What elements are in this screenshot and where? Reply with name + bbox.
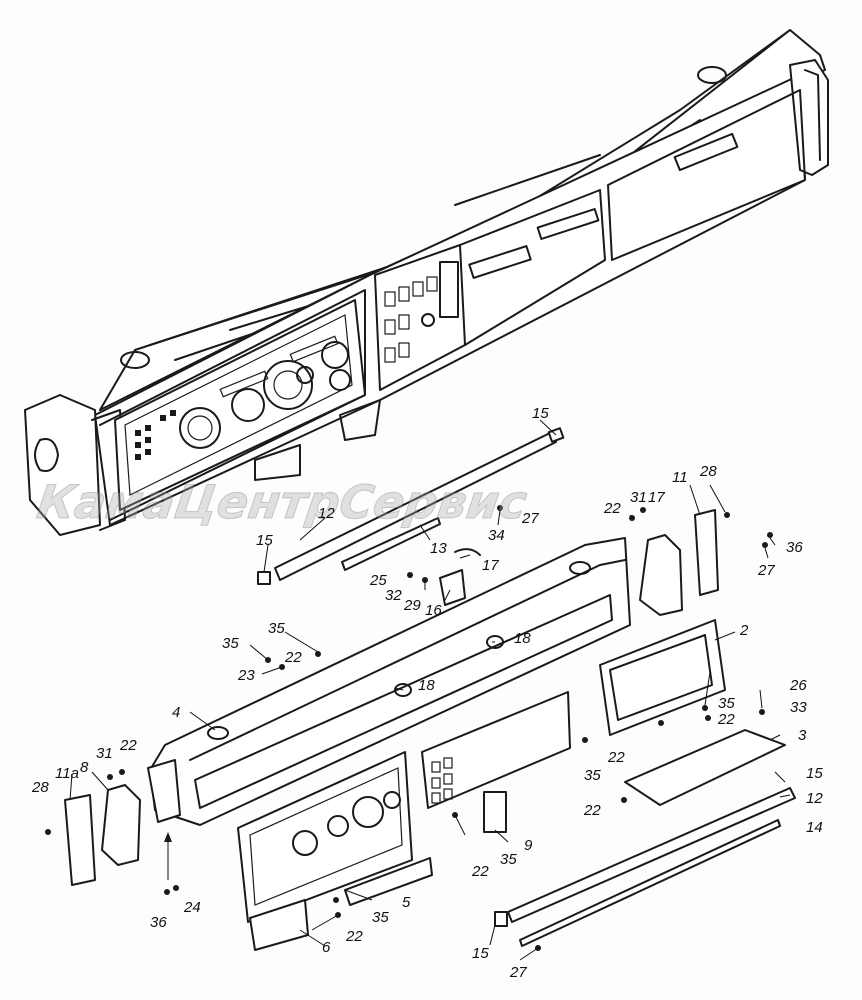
callout-labels: 15 12 13 17 15 34 27 22 31 17 11 28 36 2… bbox=[31, 405, 823, 981]
callout-16: 16 bbox=[425, 602, 442, 619]
callout-24: 24 bbox=[183, 899, 201, 916]
callout-22-center: 22 bbox=[471, 863, 489, 880]
callout-17-right: 17 bbox=[648, 489, 665, 506]
callout-22-bottom: 22 bbox=[345, 928, 363, 945]
callout-35-lower-right: 35 bbox=[584, 767, 601, 784]
callout-27-right: 27 bbox=[757, 562, 775, 579]
callout-29: 29 bbox=[403, 597, 421, 614]
callout-23: 23 bbox=[237, 667, 255, 684]
callout-36-left: 36 bbox=[150, 914, 167, 931]
callout-22-mid-left: 22 bbox=[284, 649, 302, 666]
assembled-dashboard bbox=[24, 29, 829, 536]
callout-11: 11 bbox=[672, 469, 688, 486]
callout-18-bottom: 18 bbox=[418, 677, 435, 694]
callout-22-right-mid: 22 bbox=[717, 711, 735, 728]
callout-12-bottom: 12 bbox=[806, 790, 823, 807]
callout-28-left: 28 bbox=[31, 779, 49, 796]
callout-27-mid: 27 bbox=[521, 510, 539, 527]
callout-33: 33 bbox=[790, 699, 807, 716]
callout-22-left: 22 bbox=[119, 737, 137, 754]
callout-32: 32 bbox=[385, 587, 402, 604]
callout-35-bottom: 35 bbox=[372, 909, 389, 926]
callout-35-right: 35 bbox=[718, 695, 735, 712]
callout-14: 14 bbox=[806, 819, 823, 836]
callout-11a: 11а bbox=[55, 765, 79, 782]
callout-6: 6 bbox=[322, 939, 331, 956]
callout-3: 3 bbox=[798, 727, 807, 744]
callout-leaders bbox=[69, 419, 791, 961]
callout-28-right: 28 bbox=[699, 463, 717, 480]
callout-35-left: 35 bbox=[222, 635, 239, 652]
callout-31-left: 31 bbox=[96, 745, 113, 762]
callout-26: 26 bbox=[789, 677, 807, 694]
callout-8: 8 bbox=[80, 759, 89, 776]
callout-35-mid-left: 35 bbox=[268, 620, 285, 637]
callout-15-top: 15 bbox=[532, 405, 549, 422]
callout-15-right: 15 bbox=[806, 765, 823, 782]
watermark-text: КамаЦентрСервис bbox=[34, 475, 531, 529]
callout-22-right: 22 bbox=[603, 500, 621, 517]
callout-5: 5 bbox=[402, 894, 411, 911]
callout-22-right-low: 22 bbox=[607, 749, 625, 766]
callout-31-right: 31 bbox=[630, 489, 647, 506]
callout-17-mid: 17 bbox=[482, 557, 499, 574]
exploded-parts bbox=[45, 427, 796, 951]
callout-4: 4 bbox=[172, 704, 180, 721]
callout-35-center: 35 bbox=[500, 851, 517, 868]
callout-25: 25 bbox=[369, 572, 387, 589]
callout-9: 9 bbox=[524, 837, 533, 854]
callout-36-right: 36 bbox=[786, 539, 803, 556]
callout-27-bottom: 27 bbox=[509, 964, 527, 981]
callout-15-bottom: 15 bbox=[472, 945, 489, 962]
callout-18-top: 18 bbox=[514, 630, 531, 647]
callout-2: 2 bbox=[739, 622, 749, 639]
callout-12-top: 12 bbox=[318, 505, 335, 522]
callout-13: 13 bbox=[430, 540, 447, 557]
callout-22-lower-right: 22 bbox=[583, 802, 601, 819]
callout-15-left: 15 bbox=[256, 532, 273, 549]
callout-34: 34 bbox=[488, 527, 505, 544]
